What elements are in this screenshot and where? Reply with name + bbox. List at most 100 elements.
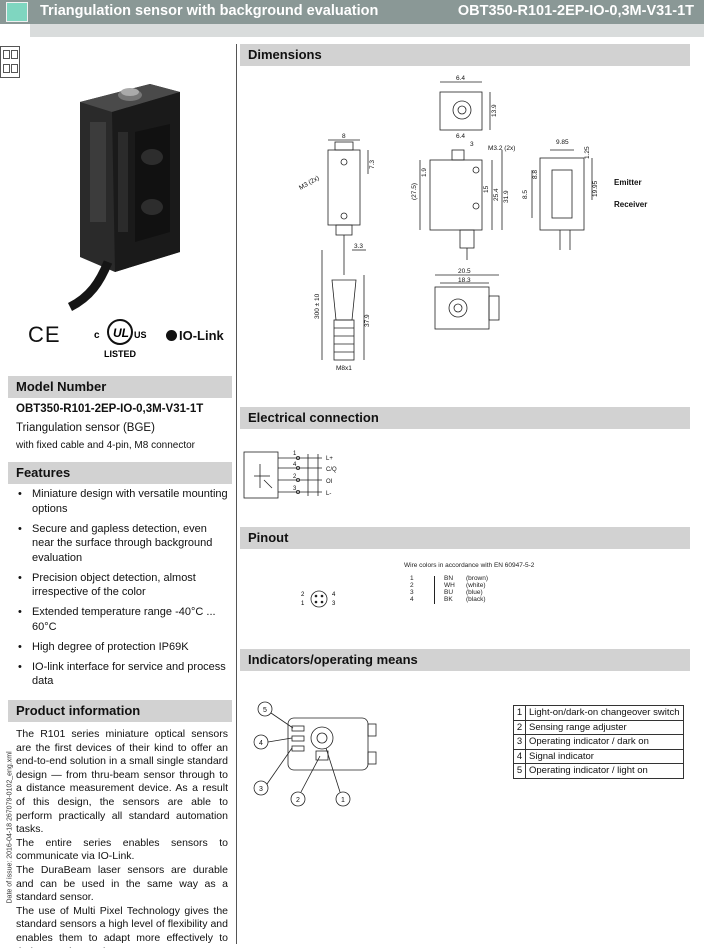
receiver-label: Receiver (614, 200, 647, 209)
pinout-heading: Pinout (240, 527, 690, 549)
feature-item: IO-link interface for service and proces… (16, 660, 228, 689)
product-info-text: The R101 series miniature optical sensor… (16, 728, 228, 948)
dim-label: 6.4 (456, 133, 465, 140)
iolink-icon (166, 330, 177, 341)
indicators-heading: Indicators/operating means (240, 649, 690, 671)
wire-code: BU (444, 589, 454, 596)
callout-number: 2 (296, 797, 300, 804)
dim-label: 1.25 (584, 146, 591, 159)
dim-label: M3.2 (2x) (488, 145, 515, 152)
pin-number: 1 (301, 601, 305, 607)
wire-pin: 3 (410, 589, 414, 596)
indicator-drawing: 5 4 3 2 1 (253, 701, 377, 807)
product-info-paragraph: The DuraBeam laser sensors are durable a… (16, 863, 228, 904)
features-list: Miniature design with versatile mounting… (16, 487, 228, 694)
indicator-label: Operating indicator / dark on (525, 734, 684, 750)
ul-c-mark: c (94, 330, 100, 341)
indicator-label: Light-on/dark-on changeover switch (525, 705, 684, 721)
dim-label: 31.9 (503, 190, 510, 203)
dim-label: 7.3 (369, 160, 376, 169)
wire-code: WH (444, 582, 455, 589)
wire-pin: 4 (410, 596, 414, 603)
ul-listed-text: LISTED (104, 349, 137, 359)
dim-label: 25.4 (493, 188, 500, 201)
wire-color: (black) (466, 596, 486, 603)
model-number-line1: Triangulation sensor (BGE) (16, 422, 155, 434)
pin-number: 3 (293, 486, 297, 492)
pin-number: 4 (332, 592, 336, 598)
dim-label: 15 (483, 185, 490, 193)
pin-number: 4 (293, 462, 297, 468)
indicator-number: 2 (513, 719, 526, 735)
wire-code: BN (444, 575, 454, 582)
dim-label: 20.5 (458, 268, 471, 275)
sensor-tab-icon (0, 46, 20, 78)
indicator-number: 4 (513, 748, 526, 764)
emitter-label: Emitter (614, 178, 642, 187)
product-photo (67, 84, 180, 312)
indicator-number: 3 (513, 734, 526, 750)
signal-label: C/Q (326, 467, 337, 473)
wiring-diagram: 1 4 2 3 L+ C/Q OI L- (243, 451, 337, 499)
header-bar: Triangulation sensor with background eva… (0, 0, 704, 24)
feature-item: Miniature design with versatile mounting… (16, 487, 228, 516)
dim-label: (27.5) (411, 183, 418, 200)
callout-number: 1 (341, 797, 345, 804)
ul-mark: UL (113, 326, 129, 340)
wire-color: (white) (466, 582, 486, 589)
model-number-heading: Model Number (8, 376, 232, 398)
dim-label: 37.9 (364, 314, 371, 327)
pin-number: 1 (293, 451, 297, 457)
dimensions-drawing: 6.4 13.9 6.4 3 M3.2 (2x) 8 7.3 M3 (2x) 1… (298, 75, 647, 372)
indicator-number: 1 (513, 705, 526, 721)
brand-square-icon (6, 2, 28, 22)
dim-label: 3 (470, 141, 474, 148)
feature-item: High degree of protection IP69K (16, 640, 228, 655)
electrical-heading: Electrical connection (240, 407, 690, 429)
pin-number: 2 (301, 592, 305, 598)
column-divider (236, 44, 237, 944)
product-info-paragraph: The entire series enables sensors to com… (16, 836, 228, 863)
feature-item: Secure and gapless detection, even near … (16, 522, 228, 566)
indicator-label: Signal indicator (525, 748, 684, 764)
dim-label: 8.5 (522, 190, 529, 199)
product-info-heading: Product information (8, 700, 232, 722)
indicator-label: Operating indicator / light on (525, 763, 684, 779)
dim-label: M8x1 (336, 365, 352, 372)
wire-pin: 2 (410, 582, 414, 589)
product-info-paragraph: The R101 series miniature optical sensor… (16, 728, 228, 836)
wire-color: (brown) (466, 575, 489, 582)
feature-item: Extended temperature range -40°C ... 60°… (16, 605, 228, 634)
wire-pin: 1 (410, 575, 414, 582)
callout-number: 5 (263, 707, 267, 714)
issue-date-note: Date of issue: 2016-04-18 267079-0102_en… (6, 751, 14, 904)
dim-label: 8.8 (532, 170, 539, 179)
product-info-paragraph: The use of Multi Pixel Technology gives … (16, 904, 228, 948)
dim-label: 19.95 (592, 180, 599, 197)
dim-label: 18.3 (458, 277, 471, 284)
iolink-text: IO-Link (179, 328, 224, 343)
signal-label: L+ (326, 456, 333, 462)
indicator-label: Sensing range adjuster (525, 719, 684, 735)
callout-number: 3 (259, 786, 263, 793)
dim-label: 1.9 (421, 168, 428, 177)
feature-item: Precision object detection, almost irres… (16, 571, 228, 600)
dim-label: 13.9 (491, 104, 498, 117)
ul-listed-logo: c UL US LISTED (94, 319, 147, 359)
signal-label: L- (326, 491, 331, 497)
wire-color-note: Wire colors in accordance with EN 60947-… (404, 562, 535, 569)
dim-label: 300 ± 10 (314, 293, 321, 319)
dim-label: 3.3 (354, 243, 363, 250)
dim-label: 9.85 (556, 139, 569, 146)
dim-label: M3 (2x) (298, 175, 321, 192)
dim-label: 8 (342, 133, 346, 140)
pin-number: 2 (293, 474, 297, 480)
dim-label: 6.4 (456, 75, 465, 82)
ce-logo: CE (28, 322, 61, 347)
signal-label: OI (326, 479, 333, 485)
